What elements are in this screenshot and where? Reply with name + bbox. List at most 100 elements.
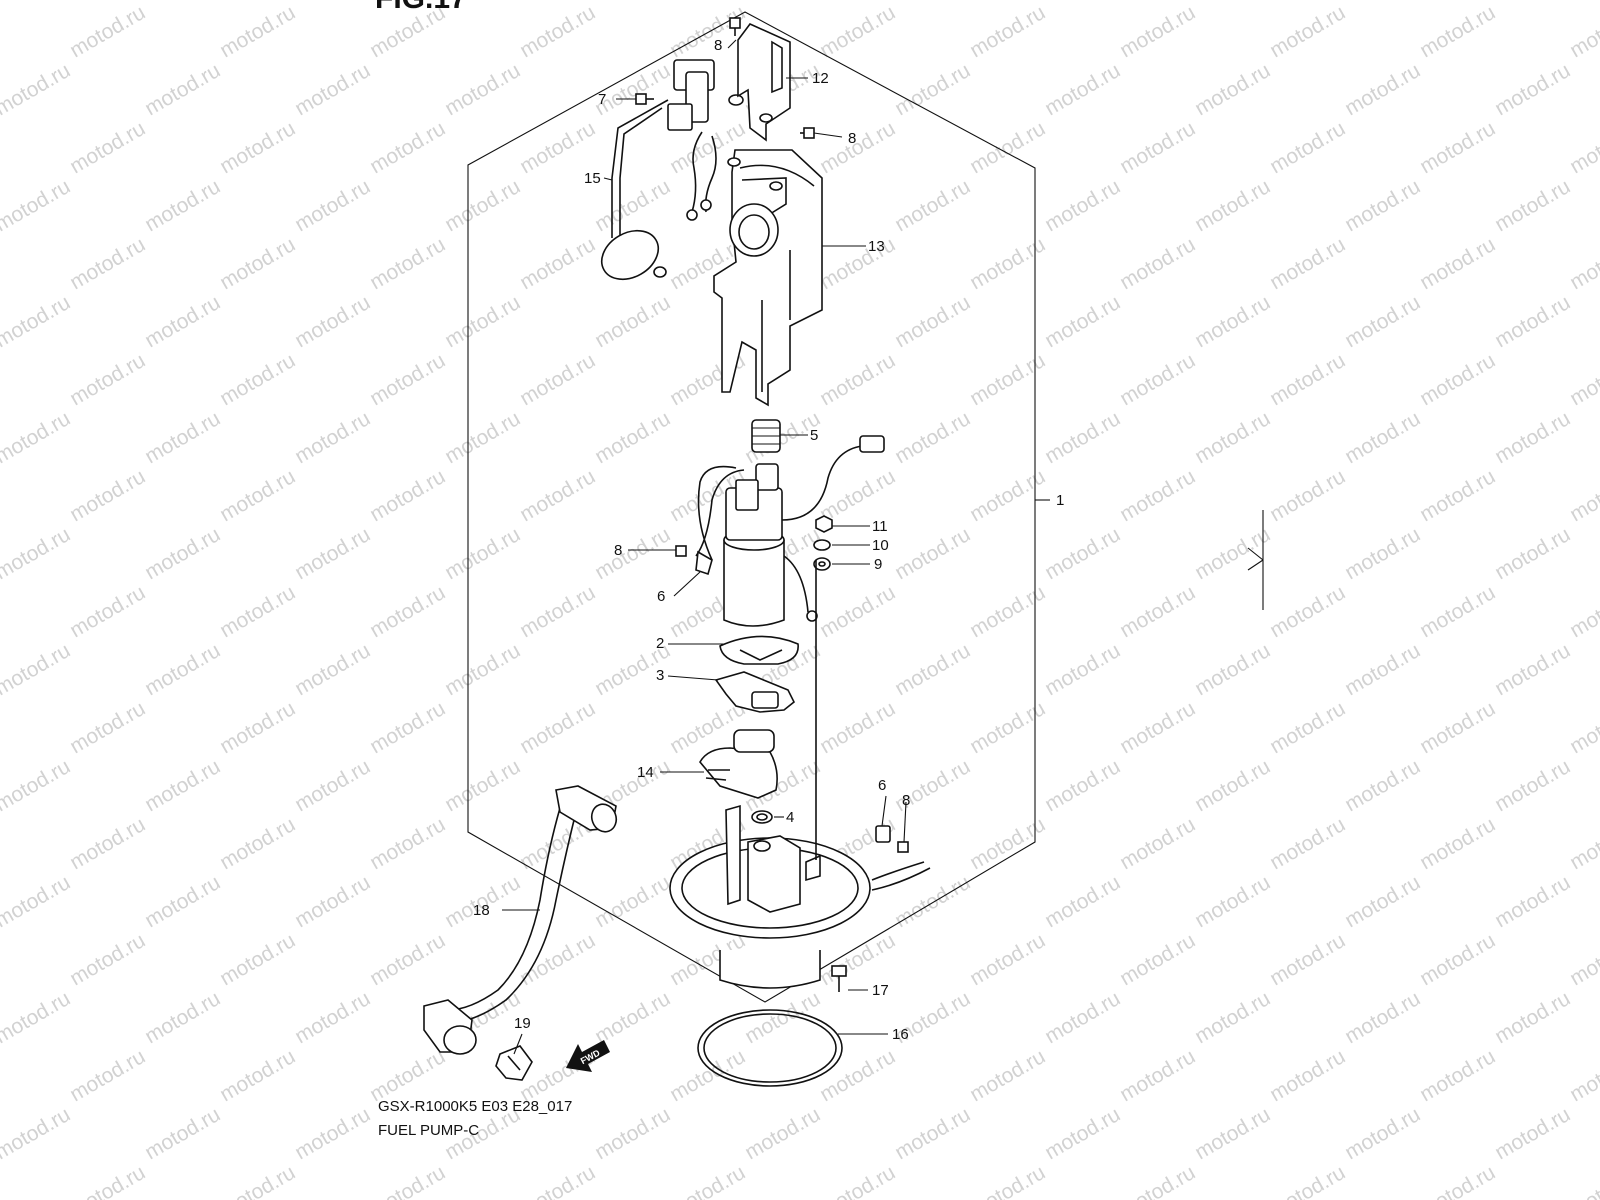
- watermark-text: motod.ru: [1116, 117, 1199, 178]
- clamp-part-19: [495, 1045, 533, 1081]
- watermark-text: motod.ru: [1416, 349, 1499, 410]
- watermark-text: motod.ru: [1566, 581, 1600, 642]
- watermark-text: motod.ru: [1566, 813, 1600, 874]
- watermark-text: motod.ru: [66, 1, 149, 62]
- watermark-text: motod.ru: [216, 929, 299, 990]
- watermark-text: motod.ru: [1041, 291, 1124, 352]
- watermark-text: motod.ru: [891, 639, 974, 700]
- watermark-text: motod.ru: [1566, 349, 1600, 410]
- watermark-text: motod.ru: [1116, 581, 1199, 642]
- watermark-text: motod.ru: [891, 407, 974, 468]
- callout-15: 15: [584, 170, 601, 187]
- watermark-text: motod.ru: [366, 349, 449, 410]
- cushion-part-2: [719, 635, 799, 665]
- watermark-text: motod.ru: [291, 291, 374, 352]
- watermark-text: motod.ru: [366, 697, 449, 758]
- watermark-text: motod.ru: [141, 987, 224, 1048]
- watermark-text: motod.ru: [1116, 349, 1199, 410]
- watermark-text: motod.ru: [516, 697, 599, 758]
- watermark-text: motod.ru: [1491, 639, 1574, 700]
- callout-6-base: 6: [878, 777, 886, 794]
- watermark-text: motod.ru: [1491, 0, 1574, 4]
- watermark-text: motod.ru: [1191, 523, 1274, 584]
- fasteners: [635, 17, 909, 992]
- watermark-text: motod.ru: [366, 581, 449, 642]
- watermark-text: motod.ru: [1491, 407, 1574, 468]
- watermark-text: motod.ru: [1341, 59, 1424, 120]
- watermark-text: motod.ru: [516, 1161, 599, 1200]
- watermark-text: motod.ru: [1341, 291, 1424, 352]
- watermark-text: motod.ru: [141, 639, 224, 700]
- watermark-text: motod.ru: [891, 0, 974, 4]
- watermark-text: motod.ru: [1491, 59, 1574, 120]
- watermark-text: motod.ru: [1416, 1161, 1499, 1200]
- watermark-text: motod.ru: [1491, 755, 1574, 816]
- watermark-text: motod.ru: [1566, 465, 1600, 526]
- watermark-text: motod.ru: [1416, 465, 1499, 526]
- watermark-text: motod.ru: [291, 755, 374, 816]
- watermark-text: motod.ru: [1041, 407, 1124, 468]
- watermark-text: motod.ru: [966, 929, 1049, 990]
- watermark-text: motod.ru: [816, 349, 899, 410]
- watermark-text: motod.ru: [66, 697, 149, 758]
- watermark-text: motod.ru: [1041, 59, 1124, 120]
- figure-label: FIG.17: [375, 0, 467, 15]
- watermark-text: motod.ru: [741, 1103, 824, 1164]
- watermark-text: motod.ru: [366, 813, 449, 874]
- watermark-text: motod.ru: [516, 581, 599, 642]
- watermark-text: motod.ru: [816, 117, 899, 178]
- watermark-text: motod.ru: [1116, 813, 1199, 874]
- watermark-text: motod.ru: [441, 59, 524, 120]
- watermark-text: motod.ru: [66, 465, 149, 526]
- watermark-text: motod.ru: [1566, 929, 1600, 990]
- watermark-text: motod.ru: [291, 987, 374, 1048]
- watermark-text: motod.ru: [441, 291, 524, 352]
- watermark-text: motod.ru: [66, 233, 149, 294]
- watermark-text: motod.ru: [1491, 1103, 1574, 1164]
- forward-direction-arrow: FWD: [566, 1040, 610, 1072]
- callout-8-bracket: 8: [848, 130, 856, 147]
- watermark-text: motod.ru: [666, 1161, 749, 1200]
- watermark-text: motod.ru: [441, 639, 524, 700]
- watermark-text: motod.ru: [591, 1103, 674, 1164]
- watermark-text: motod.ru: [216, 233, 299, 294]
- cushion-part-5: [751, 419, 781, 453]
- watermark-text: motod.ru: [366, 929, 449, 990]
- watermark-text: motod.ru: [591, 987, 674, 1048]
- fuel-hose-part-18: [423, 785, 618, 1055]
- watermark-text: motod.ru: [66, 349, 149, 410]
- watermark-text: motod.ru: [966, 813, 1049, 874]
- watermark-text: motod.ru: [0, 755, 74, 816]
- watermark-text: motod.ru: [1191, 639, 1274, 700]
- watermark-text: motod.ru: [1341, 755, 1424, 816]
- watermark-text: motod.ru: [291, 639, 374, 700]
- watermark-text: motod.ru: [1341, 0, 1424, 4]
- watermark-text: motod.ru: [591, 0, 674, 4]
- watermark-text: motod.ru: [1191, 871, 1274, 932]
- watermark-text: motod.ru: [1266, 1045, 1349, 1106]
- fuel-filter-part-14: [699, 729, 778, 799]
- watermark-text: motod.ru: [291, 0, 374, 4]
- watermark-text: motod.ru: [141, 1103, 224, 1164]
- gasket-part-16: [697, 1009, 843, 1087]
- watermark-text: motod.ru: [1566, 1, 1600, 62]
- watermark-text: motod.ru: [1266, 697, 1349, 758]
- watermark-text: motod.ru: [366, 233, 449, 294]
- watermark-text: motod.ru: [1266, 1161, 1349, 1200]
- watermark-text: motod.ru: [741, 0, 824, 4]
- watermark-text: motod.ru: [291, 1103, 374, 1164]
- assembly-outline: [467, 11, 1036, 1003]
- watermark-text: motod.ru: [291, 175, 374, 236]
- watermark-text: motod.ru: [1191, 0, 1274, 4]
- watermark-text: motod.ru: [1116, 1, 1199, 62]
- watermark-text: motod.ru: [1566, 1161, 1600, 1200]
- watermark-text: motod.ru: [0, 0, 74, 4]
- callout-14: 14: [637, 764, 654, 781]
- watermark-text: motod.ru: [1116, 1161, 1199, 1200]
- watermark-text: motod.ru: [366, 465, 449, 526]
- watermark-text: motod.ru: [666, 1, 749, 62]
- watermark-text: motod.ru: [1041, 987, 1124, 1048]
- watermark-text: motod.ru: [141, 407, 224, 468]
- watermark-text: motod.ru: [1266, 117, 1349, 178]
